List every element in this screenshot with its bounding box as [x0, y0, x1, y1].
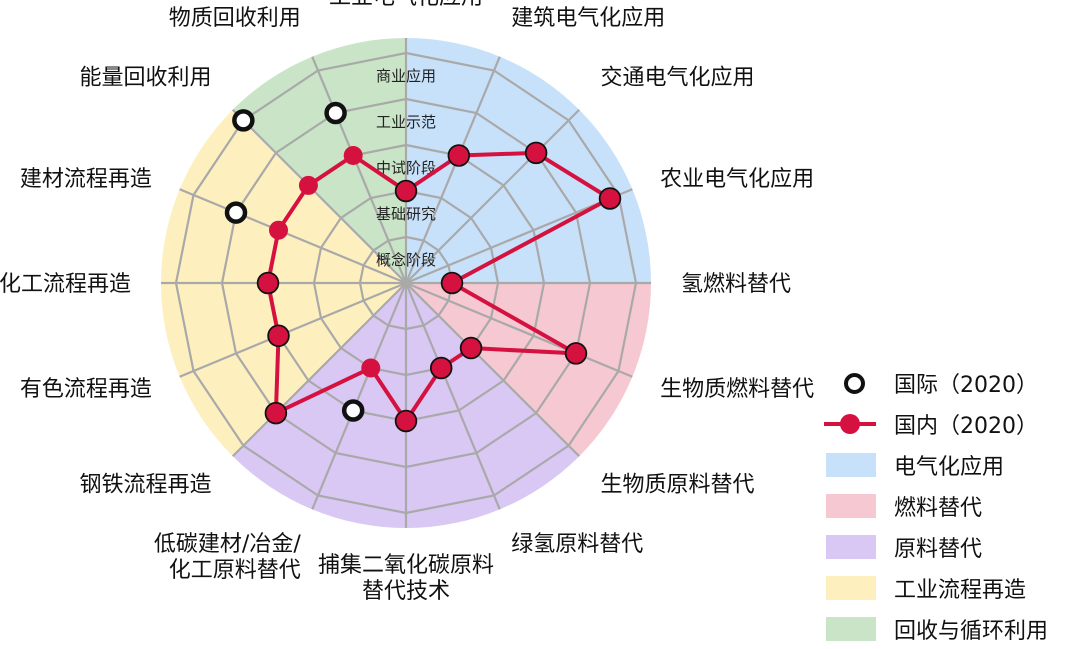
category-label: 化工流程再造: [0, 272, 131, 297]
grid-spoke: [405, 282, 581, 458]
category-label: 能量回收利用: [80, 66, 212, 91]
grid-spoke: [405, 281, 633, 378]
ring-label: 概念阶段: [376, 251, 436, 269]
grid-spoke: [311, 56, 408, 284]
domestic-point: [269, 326, 289, 346]
domestic-point: [258, 273, 278, 293]
domestic-point: [266, 403, 286, 423]
ring-label: 基础研究: [376, 205, 436, 223]
legend-item-electrification: 电气化应用: [822, 444, 1078, 485]
legend-label: 电气化应用: [894, 454, 1005, 480]
grid-spoke: [179, 188, 407, 285]
grid-spoke: [231, 108, 407, 284]
domestic-point: [396, 181, 416, 201]
international-point: [232, 109, 255, 132]
legend-item-process: 工业流程再造: [822, 567, 1078, 608]
ring-label: 中试阶段: [376, 159, 436, 177]
color-patch-icon: [822, 492, 886, 520]
ring-label: 工业示范: [376, 113, 436, 131]
category-label: 建筑电气化应用: [511, 6, 665, 31]
category-label: 农业电气化应用: [660, 167, 814, 192]
data-series: [224, 101, 622, 433]
legend-label: 国际（2020）: [894, 372, 1038, 398]
legend-label: 回收与循环利用: [894, 618, 1049, 644]
color-patch-icon: [822, 451, 886, 479]
category-label: 低碳建材/冶金/化工原料替代: [154, 532, 301, 583]
hollow-circle-marker-icon: [822, 369, 886, 397]
category-label: 有色流程再造: [20, 377, 152, 402]
domestic-point: [600, 189, 620, 209]
color-patch-icon: [822, 533, 886, 561]
ring-label: 商业应用: [376, 67, 436, 85]
category-label: 物质回收利用: [169, 6, 301, 31]
color-patch-icon: [822, 615, 886, 643]
domestic-point: [361, 358, 381, 378]
category-label: 氢燃料替代: [681, 272, 791, 297]
category-label: 绿氢原料替代: [511, 532, 643, 557]
domestic-point: [343, 146, 363, 166]
grid-spoke: [179, 281, 407, 378]
legend-item-fuel: 燃料替代: [822, 485, 1078, 526]
legend-item-feedstock: 原料替代: [822, 526, 1078, 567]
legend-item-domestic: 国内（2020）: [822, 403, 1078, 444]
category-label: 建材流程再造: [20, 167, 152, 192]
domestic-point: [442, 273, 462, 293]
domestic-point: [566, 343, 586, 363]
international-point: [224, 201, 248, 224]
category-label: 捕集二氧化碳原料替代技术: [318, 553, 494, 604]
international-point: [341, 399, 365, 422]
domestic-point: [449, 146, 469, 166]
grid-spoke: [404, 56, 501, 284]
category-label: 工业电气化应用: [329, 0, 483, 10]
domestic-point: [461, 338, 481, 358]
legend-label: 原料替代: [894, 536, 983, 562]
domestic-point: [526, 143, 546, 163]
legend: 国际（2020） 国内（2020） 电气化应用 燃料替代 原料替代 工业流程再造…: [822, 362, 1078, 649]
color-patch-icon: [822, 574, 886, 602]
category-label: 交通电气化应用: [600, 66, 754, 91]
legend-item-recycle: 回收与循环利用: [822, 608, 1078, 649]
international-point: [324, 101, 347, 125]
ring-labels: 概念阶段 基础研究 中试阶段 工业示范 商业应用: [376, 67, 436, 269]
grid-spoke: [311, 282, 408, 510]
domestic-point: [298, 175, 318, 195]
radar-grid: [161, 38, 651, 528]
domestic-point: [269, 220, 289, 240]
grid-spoke: [405, 108, 581, 284]
radar-chart: 概念阶段 基础研究 中试阶段 工业示范 商业应用 工业电气化应用建筑电气化应用交通电气化…: [0, 0, 814, 604]
grid-spoke: [404, 282, 501, 510]
category-labels: 工业电气化应用建筑电气化应用交通电气化应用农业电气化应用氢燃料替代生物质燃料替代…: [0, 0, 814, 604]
legend-item-international: 国际（2020）: [822, 362, 1078, 403]
line-dot-marker-icon: [822, 410, 886, 438]
category-label: 生物质燃料替代: [660, 377, 814, 402]
category-label: 生物质原料替代: [600, 472, 754, 497]
legend-label: 燃料替代: [894, 495, 983, 521]
domestic-point: [396, 411, 416, 431]
legend-label: 工业流程再造: [894, 577, 1027, 603]
grid-spoke: [231, 282, 407, 458]
domestic-point: [431, 358, 451, 378]
legend-label: 国内（2020）: [894, 413, 1038, 439]
category-label: 钢铁流程再造: [80, 472, 212, 497]
